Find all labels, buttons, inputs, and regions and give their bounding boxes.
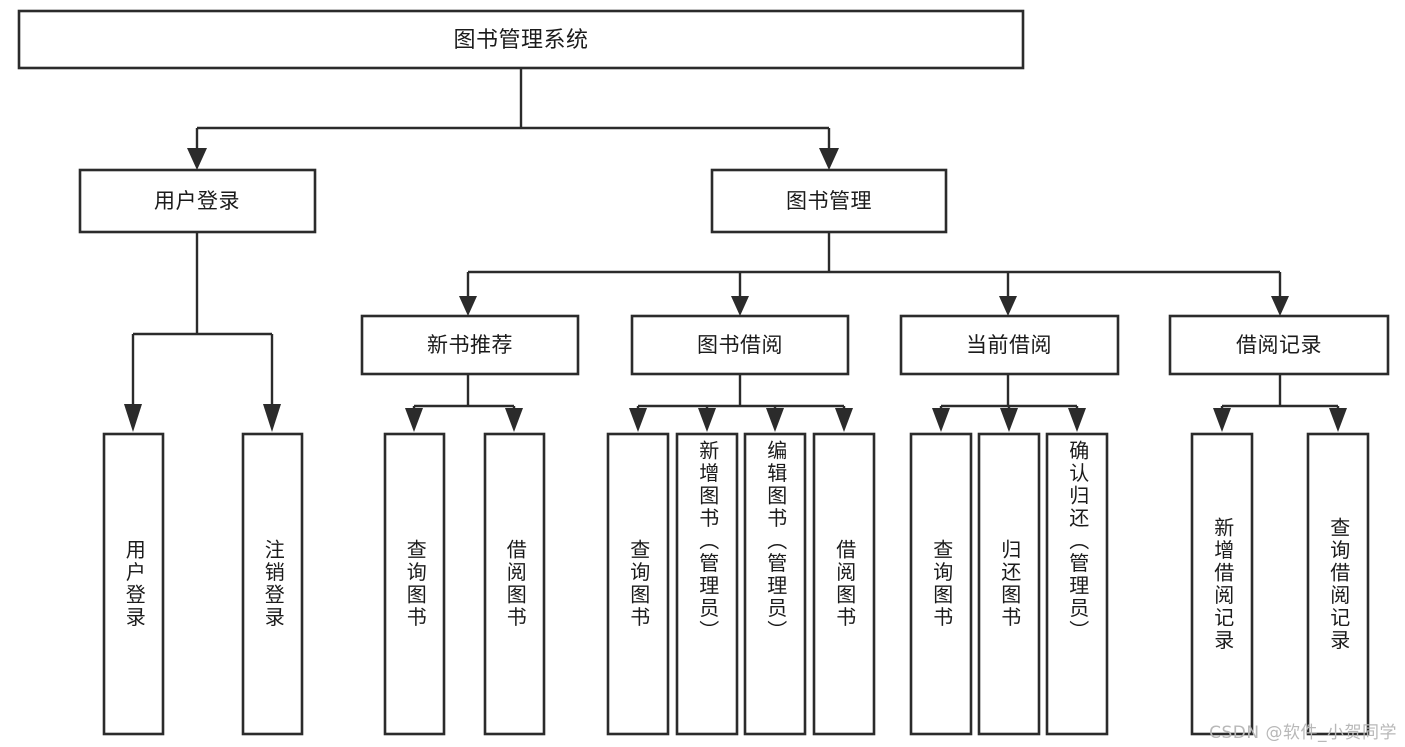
leaf-rect-current-borrow-1[interactable] — [909, 432, 973, 736]
leaf-rect-current-borrow-2[interactable] — [977, 432, 1041, 736]
leaf-rect-current-borrow-3[interactable] — [1045, 432, 1109, 736]
connector-group-root-to-level2 — [187, 68, 839, 170]
leaf-group-borrow-record — [1190, 432, 1370, 736]
connector-group-user-login-to-leaves — [124, 232, 281, 432]
leaf-rect-new-book-1[interactable] — [383, 432, 446, 736]
leaf-rect-user-login-2[interactable] — [241, 432, 304, 736]
connector-group-new-book-to-leaves — [405, 374, 523, 432]
connector-group-book-manage-to-level3 — [459, 232, 1289, 316]
leaf-group-user-login — [102, 432, 304, 736]
arrow-to-current-borrow-icon — [999, 296, 1017, 316]
arrow-borrow-record-leaf1-icon — [1213, 408, 1231, 432]
arrow-to-borrow-record-icon — [1271, 296, 1289, 316]
arrow-current-borrow-leaf2-icon — [1000, 408, 1018, 432]
node-root-label: 图书管理系统 — [453, 28, 588, 53]
node-user-login-rect[interactable] — [78, 168, 317, 234]
node-current-borrow-label: 当前借阅 — [966, 333, 1052, 357]
node-user-login-label: 用户登录 — [154, 189, 240, 213]
arrow-new-book-leaf2-icon — [505, 408, 523, 432]
arrow-book-borrow-leaf2-icon — [698, 408, 716, 432]
leaf-rect-book-borrow-4[interactable] — [812, 432, 876, 736]
node-borrow-record-label: 借阅记录 — [1236, 333, 1322, 357]
arrow-to-book-manage-icon — [819, 148, 839, 170]
leaf-rect-user-login-1[interactable] — [102, 432, 165, 736]
node-book-manage[interactable]: 图书管理 — [710, 168, 948, 234]
connector-group-current-borrow-to-leaves — [932, 374, 1086, 432]
arrow-borrow-record-leaf2-icon — [1329, 408, 1347, 432]
node-book-borrow-label: 图书借阅 — [697, 333, 783, 357]
arrow-user-login-leaf1-icon — [124, 404, 142, 432]
node-user-login[interactable]: 用户登录 — [78, 168, 317, 234]
node-borrow-record[interactable]: 借阅记录 — [1168, 314, 1390, 376]
arrow-current-borrow-leaf1-icon — [932, 408, 950, 432]
connector-group-borrow-record-to-leaves — [1213, 374, 1347, 432]
node-root-rect[interactable] — [17, 9, 1025, 70]
leaf-rect-book-borrow-3[interactable] — [743, 432, 807, 736]
node-new-book-recommend-label: 新书推荐 — [427, 333, 513, 357]
arrow-current-borrow-leaf3-icon — [1068, 408, 1086, 432]
node-borrow-record-rect[interactable] — [1168, 314, 1390, 376]
leaf-group-current-borrow — [909, 432, 1109, 736]
leaf-group-book-borrow — [606, 432, 876, 736]
leaf-rect-book-borrow-2[interactable] — [675, 432, 739, 736]
node-book-borrow[interactable]: 图书借阅 — [630, 314, 850, 376]
arrow-user-login-leaf2-icon — [263, 404, 281, 432]
arrow-new-book-leaf1-icon — [405, 408, 423, 432]
connector-group-book-borrow-to-leaves — [629, 374, 853, 432]
node-current-borrow[interactable]: 当前借阅 — [899, 314, 1120, 376]
arrow-book-borrow-leaf3-icon — [766, 408, 784, 432]
arrow-book-borrow-leaf4-icon — [835, 408, 853, 432]
node-book-manage-label: 图书管理 — [786, 189, 872, 213]
leaf-rect-new-book-2[interactable] — [483, 432, 546, 736]
node-book-manage-rect[interactable] — [710, 168, 948, 234]
node-current-borrow-rect[interactable] — [899, 314, 1120, 376]
node-new-book-recommend[interactable]: 新书推荐 — [360, 314, 580, 376]
arrow-to-new-book-icon — [459, 296, 477, 316]
arrow-to-user-login-icon — [187, 148, 207, 170]
leaf-rect-book-borrow-1[interactable] — [606, 432, 670, 736]
node-new-book-recommend-rect[interactable] — [360, 314, 580, 376]
leaf-rect-borrow-record-2[interactable] — [1306, 432, 1370, 736]
arrow-to-book-borrow-icon — [731, 296, 749, 316]
watermark-text: CSDN @软件_小贺同学 — [1209, 723, 1397, 743]
node-book-borrow-rect[interactable] — [630, 314, 850, 376]
leaf-group-new-book-recommend — [383, 432, 546, 736]
leaf-rect-borrow-record-1[interactable] — [1190, 432, 1254, 736]
arrow-book-borrow-leaf1-icon — [629, 408, 647, 432]
node-root[interactable]: 图书管理系统 — [17, 9, 1025, 70]
